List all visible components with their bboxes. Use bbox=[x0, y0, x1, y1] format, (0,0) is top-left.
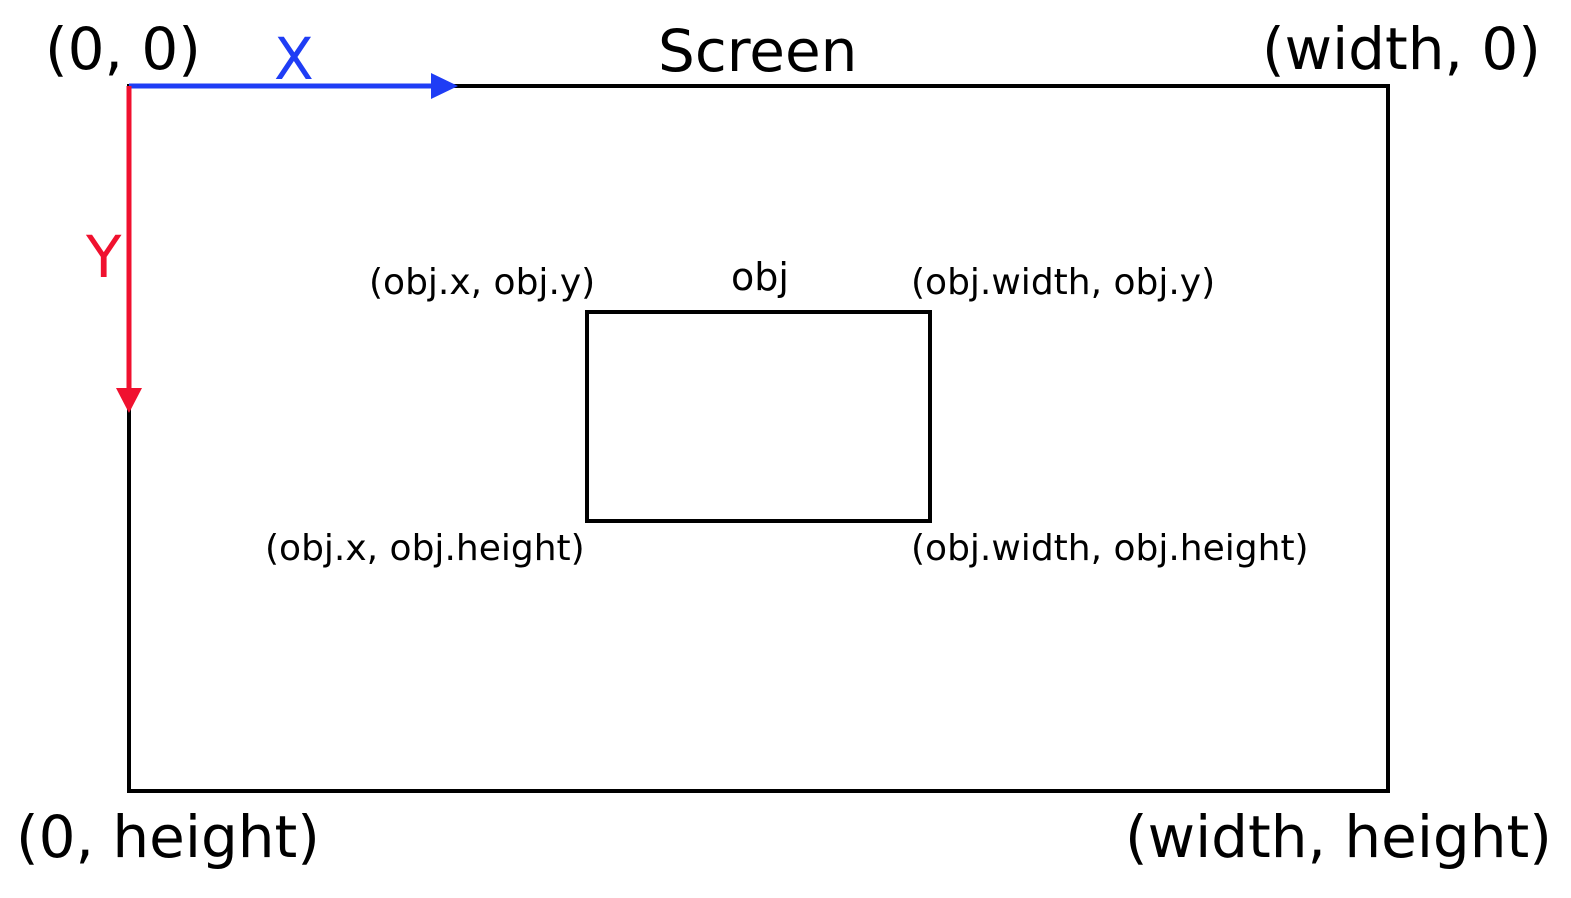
y-axis-label: Y bbox=[86, 223, 122, 291]
screen-bottom-left-label: (0, height) bbox=[16, 803, 320, 871]
obj-bottom-left-label: (obj.x, obj.height) bbox=[265, 528, 585, 569]
screen-rect bbox=[127, 84, 1390, 793]
screen-top-right-label: (width, 0) bbox=[1262, 15, 1541, 83]
y-axis-arrowhead bbox=[116, 388, 142, 413]
obj-top-left-label: (obj.x, obj.y) bbox=[369, 262, 596, 303]
x-axis-label: X bbox=[274, 25, 314, 93]
obj-title: obj bbox=[731, 255, 789, 299]
screen-top-left-label: (0, 0) bbox=[45, 15, 201, 83]
obj-rect bbox=[585, 310, 932, 523]
x-axis-arrowhead bbox=[431, 73, 458, 99]
screen-title: Screen bbox=[658, 17, 858, 85]
obj-top-right-label: (obj.width, obj.y) bbox=[911, 262, 1216, 303]
obj-bottom-right-label: (obj.width, obj.height) bbox=[911, 528, 1309, 569]
screen-bottom-right-label: (width, height) bbox=[1125, 803, 1552, 871]
